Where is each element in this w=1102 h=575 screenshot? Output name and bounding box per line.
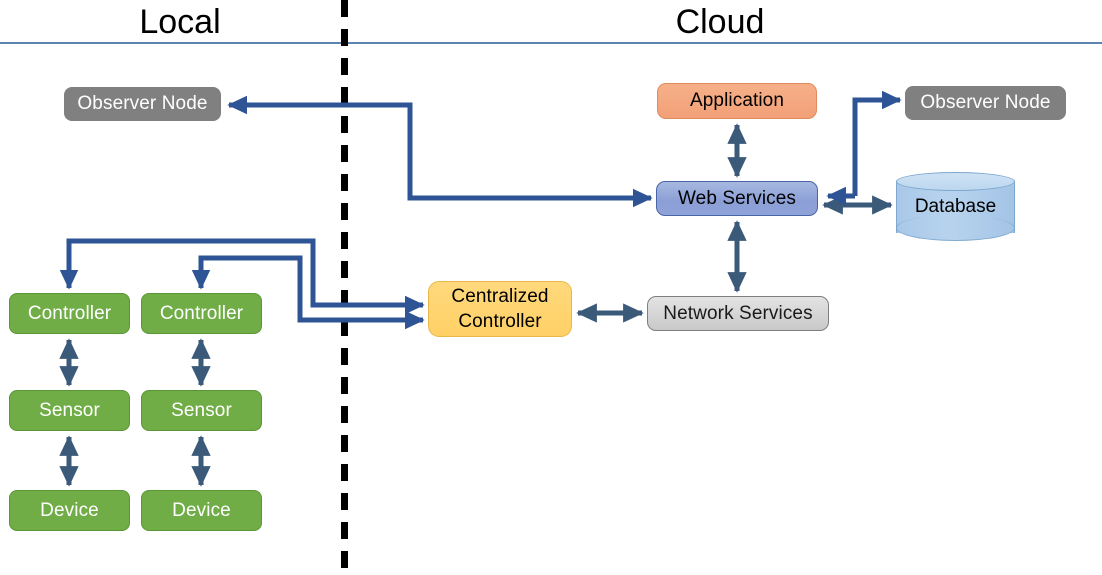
node-network-services[interactable]: Network Services (647, 296, 829, 331)
node-device-2[interactable]: Device (141, 490, 262, 531)
database-cylinder-top (896, 172, 1015, 191)
section-title-cloud: Cloud (675, 3, 765, 41)
node-device-1[interactable]: Device (9, 490, 130, 531)
node-observer-node-local[interactable]: Observer Node (64, 87, 221, 121)
wire-webservices-observer-local (227, 95, 653, 208)
section-title-local: Local (139, 3, 221, 41)
node-centralized-controller[interactable]: Centralized Controller (428, 281, 572, 337)
node-sensor-1[interactable]: Sensor (9, 390, 130, 431)
node-observer-node-cloud[interactable]: Observer Node (905, 86, 1066, 120)
node-database[interactable]: Database (896, 172, 1015, 241)
wire-webservices-observer-cloud (852, 90, 902, 196)
database-label: Database (914, 195, 997, 217)
database-cylinder-bottom (896, 215, 1015, 241)
node-application[interactable]: Application (657, 83, 817, 119)
wire-centralized-controller2 (191, 255, 425, 330)
node-web-services[interactable]: Web Services (656, 181, 818, 216)
centralized-controller-label-line2: Controller (458, 311, 542, 332)
node-controller-2[interactable]: Controller (141, 293, 262, 334)
header-divider-rule (0, 42, 1102, 44)
node-controller-1[interactable]: Controller (9, 293, 130, 334)
node-sensor-2[interactable]: Sensor (141, 390, 262, 431)
centralized-controller-label-line1: Centralized (451, 286, 549, 307)
